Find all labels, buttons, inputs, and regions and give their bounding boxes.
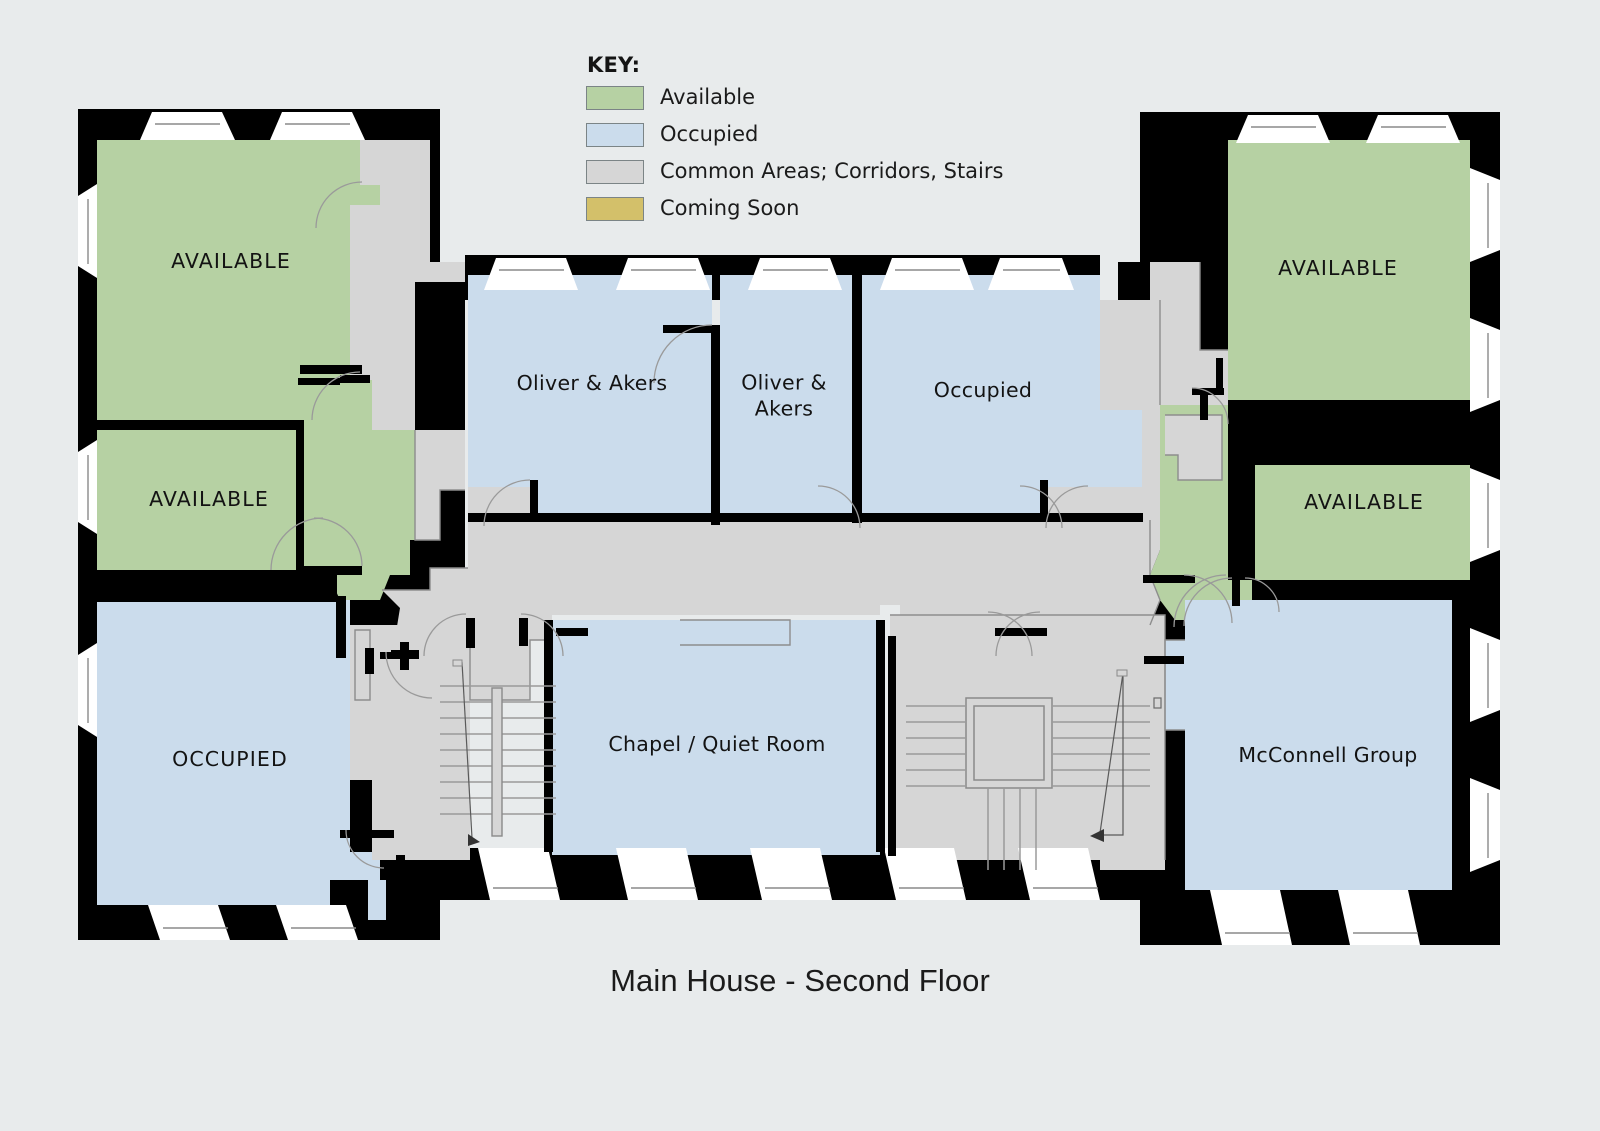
room-e-available xyxy=(1252,465,1470,580)
floor-title: Main House - Second Floor xyxy=(610,963,990,998)
west-staircase xyxy=(440,659,556,846)
room-oliver-akers-2 xyxy=(720,275,852,520)
available-swatch xyxy=(586,85,644,110)
legend: KEY: Available Occupied Common Areas; Co… xyxy=(586,53,1006,230)
interior-partitions xyxy=(97,277,1470,920)
room-ne-available xyxy=(1228,140,1470,405)
legend-item-available: Available xyxy=(586,82,1006,113)
room-mcconnell xyxy=(1165,600,1452,890)
legend-item-coming-soon: Coming Soon xyxy=(586,193,1006,224)
legend-item-common: Common Areas; Corridors, Stairs xyxy=(586,156,1006,187)
green-west-link xyxy=(300,185,440,600)
common-areas xyxy=(350,140,1228,870)
room-nw-available xyxy=(97,140,360,425)
room-oliver-akers-1 xyxy=(468,275,712,520)
room-n-occupied xyxy=(862,275,1142,520)
east-staircase xyxy=(906,669,1162,870)
legend-label-available: Available xyxy=(660,85,756,110)
occupied-swatch xyxy=(586,122,644,147)
room-sw-occupied xyxy=(97,600,380,905)
room-outlines xyxy=(354,262,1228,860)
legend-item-occupied: Occupied xyxy=(586,119,1006,150)
legend-label-occupied: Occupied xyxy=(660,122,759,147)
legend-label-coming-soon: Coming Soon xyxy=(660,196,800,221)
green-east-link xyxy=(1150,405,1252,620)
common-swatch xyxy=(586,159,644,184)
windows xyxy=(78,112,1500,945)
room-w-available xyxy=(97,430,300,578)
door-arcs xyxy=(270,181,1280,869)
room-chapel xyxy=(552,620,880,855)
legend-title: KEY: xyxy=(587,53,641,77)
legend-label-common: Common Areas; Corridors, Stairs xyxy=(660,159,1004,184)
coming-soon-swatch xyxy=(586,196,644,221)
